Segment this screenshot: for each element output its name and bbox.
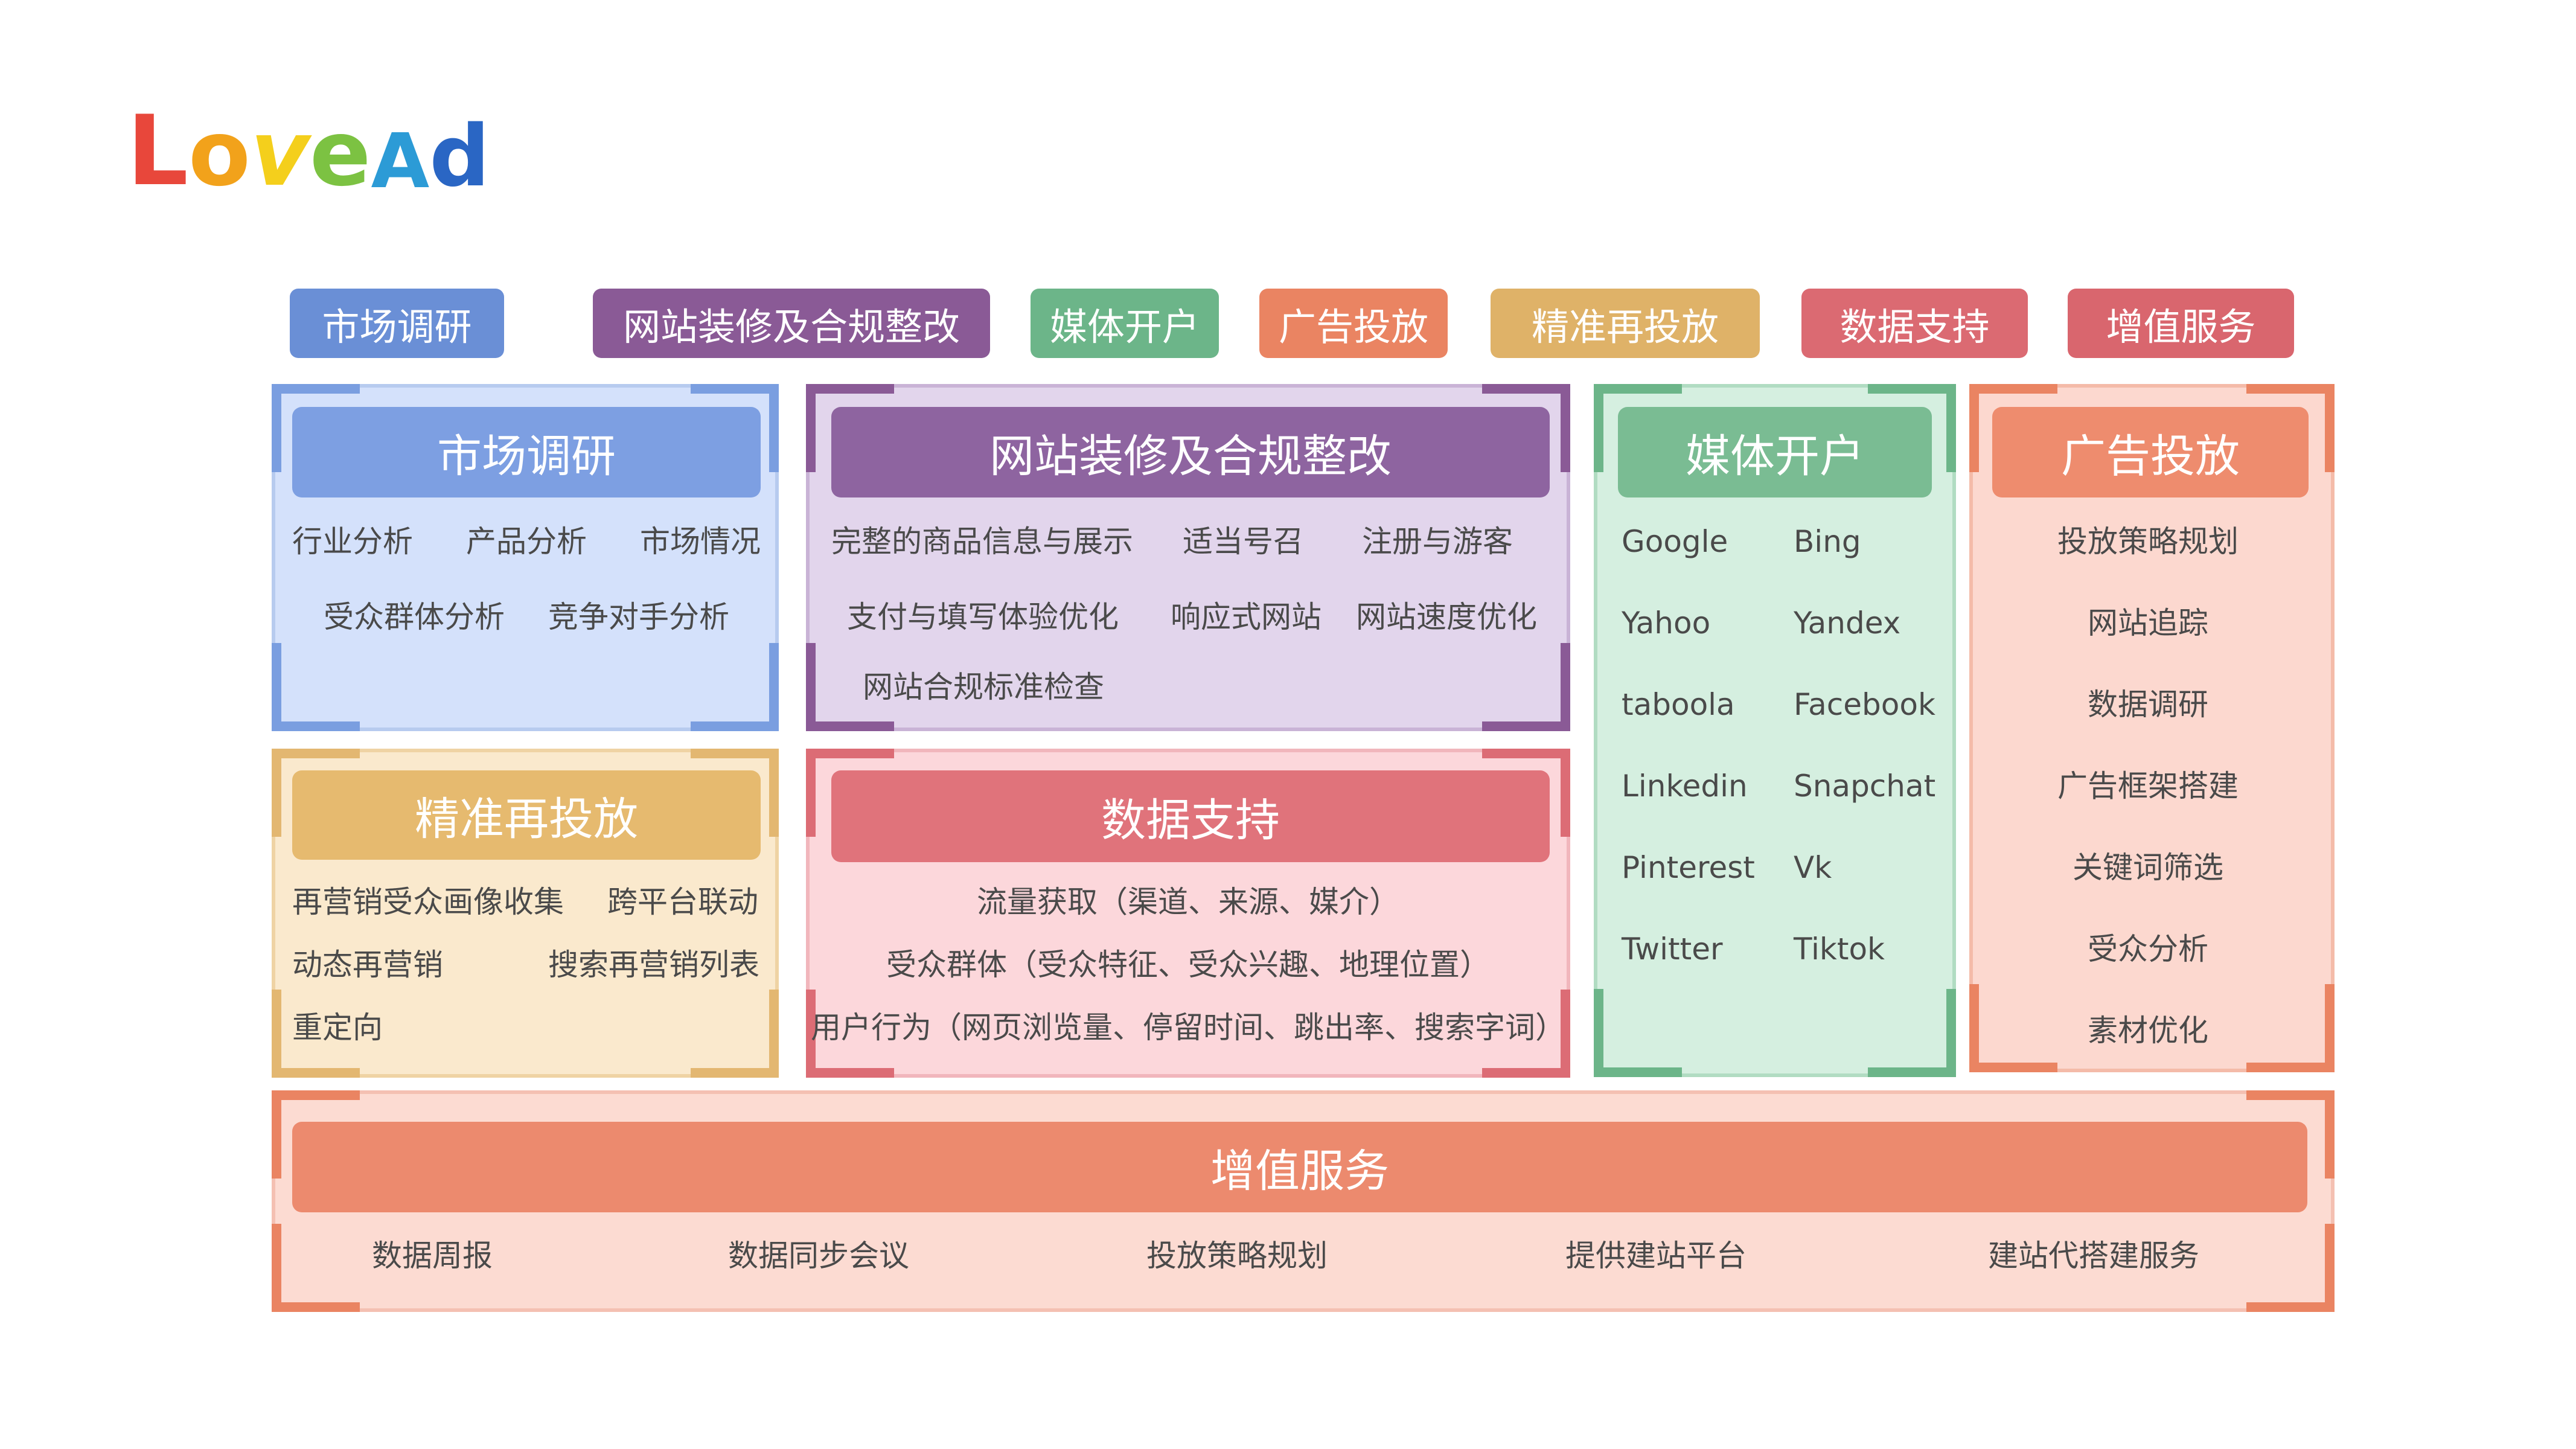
list-item: 数据同步会议 bbox=[728, 1238, 909, 1273]
tab-retargeting[interactable]: 精准再投放 bbox=[1491, 289, 1760, 358]
list-item: taboola bbox=[1622, 687, 1735, 722]
list-item: 建站代搭建服务 bbox=[1988, 1238, 2199, 1273]
logo-letter: L bbox=[127, 94, 188, 207]
list-item: 响应式网站 bbox=[1171, 600, 1322, 635]
panel-title: 媒体开户 bbox=[1618, 407, 1932, 497]
list-item: 重定向 bbox=[292, 1010, 383, 1045]
list-item: Google bbox=[1622, 524, 1728, 559]
tab-ad-placement[interactable]: 广告投放 bbox=[1259, 289, 1448, 358]
list-item: Linkedin bbox=[1622, 769, 1748, 804]
panel-title: 广告投放 bbox=[1992, 407, 2309, 497]
tab-media-account[interactable]: 媒体开户 bbox=[1031, 289, 1219, 358]
list-item: Bing bbox=[1794, 524, 1861, 559]
list-item: 跨平台联动 bbox=[607, 884, 758, 920]
list-item: 受众群体（受众特征、受众兴趣、地理位置） bbox=[886, 947, 1490, 982]
list-item: 关键词筛选 bbox=[2073, 850, 2223, 885]
list-item: Facebook bbox=[1794, 687, 1935, 722]
panel-title: 网站装修及合规整改 bbox=[831, 407, 1550, 497]
panel-value-added: 增值服务 数据周报 数据同步会议 投放策略规划 提供建站平台 建站代搭建服务 bbox=[272, 1090, 2335, 1312]
list-item: 素材优化 bbox=[2088, 1013, 2208, 1048]
panel-title: 数据支持 bbox=[831, 770, 1550, 862]
list-item: Snapchat bbox=[1794, 769, 1936, 804]
tab-value-added[interactable]: 增值服务 bbox=[2068, 289, 2294, 358]
panel-ad-placement: 广告投放 投放策略规划 网站追踪 数据调研 广告框架搭建 关键词筛选 受众分析 … bbox=[1969, 384, 2335, 1072]
panel-media-account: 媒体开户 Google Bing Yahoo Yandex taboola Fa… bbox=[1594, 384, 1956, 1077]
list-item: 再营销受众画像收集 bbox=[292, 884, 564, 920]
list-item: 产品分析 bbox=[466, 524, 587, 559]
list-item: 数据周报 bbox=[372, 1238, 493, 1273]
logo-letter: v bbox=[251, 101, 310, 206]
list-item: 完整的商品信息与展示 bbox=[831, 524, 1133, 559]
list-item: Pinterest bbox=[1622, 850, 1755, 885]
logo-letter: A bbox=[371, 118, 430, 205]
list-item: 广告框架搭建 bbox=[2057, 769, 2239, 804]
list-item: 受众分析 bbox=[2088, 932, 2208, 967]
list-item: 投放策略规划 bbox=[2057, 524, 2239, 559]
panel-data-support: 数据支持 流量获取（渠道、来源、媒介） 受众群体（受众特征、受众兴趣、地理位置）… bbox=[806, 749, 1570, 1078]
list-item: 动态再营销 bbox=[292, 947, 443, 982]
list-item: 市场情况 bbox=[640, 524, 761, 559]
panel-market-research: 市场调研 行业分析 产品分析 市场情况 受众群体分析 竞争对手分析 bbox=[272, 384, 779, 731]
list-item: Yandex bbox=[1794, 606, 1901, 641]
list-item: 搜索再营销列表 bbox=[548, 947, 759, 982]
list-item: 流量获取（渠道、来源、媒介） bbox=[977, 884, 1399, 920]
list-item: Twitter bbox=[1622, 932, 1723, 967]
list-item: 网站追踪 bbox=[2088, 606, 2208, 641]
list-item: 受众群体分析 bbox=[324, 600, 505, 635]
list-item: Tiktok bbox=[1794, 932, 1885, 967]
list-item: 提供建站平台 bbox=[1565, 1238, 1747, 1273]
tab-website-renovation[interactable]: 网站装修及合规整改 bbox=[593, 289, 990, 358]
list-item: 注册与游客 bbox=[1362, 524, 1513, 559]
list-item: 用户行为（网页浏览量、停留时间、跳出率、搜索字词） bbox=[811, 1010, 1565, 1045]
logo-letter: o bbox=[188, 101, 251, 206]
panel-website-renovation: 网站装修及合规整改 完整的商品信息与展示 适当号召 注册与游客 支付与填写体验优… bbox=[806, 384, 1570, 731]
list-item: 适当号召 bbox=[1183, 524, 1303, 559]
list-item: 网站合规标准检查 bbox=[863, 670, 1104, 705]
list-item: 投放策略规划 bbox=[1146, 1238, 1328, 1273]
list-item: Yahoo bbox=[1622, 606, 1711, 641]
list-item: 竞争对手分析 bbox=[548, 600, 729, 635]
tab-data-support[interactable]: 数据支持 bbox=[1801, 289, 2028, 358]
loveads-logo: L o v e A d bbox=[127, 94, 490, 207]
list-item: 支付与填写体验优化 bbox=[847, 600, 1119, 635]
panel-retargeting: 精准再投放 再营销受众画像收集 跨平台联动 动态再营销 搜索再营销列表 重定向 bbox=[272, 749, 779, 1078]
list-item: 网站速度优化 bbox=[1356, 600, 1537, 635]
panel-title: 增值服务 bbox=[292, 1122, 2307, 1212]
list-item: Vk bbox=[1794, 850, 1832, 885]
panel-title: 市场调研 bbox=[292, 407, 761, 497]
panel-title: 精准再投放 bbox=[292, 770, 761, 860]
list-item: 行业分析 bbox=[292, 524, 413, 559]
logo-letter: e bbox=[309, 101, 371, 206]
list-item: 数据调研 bbox=[2088, 687, 2208, 722]
logo-letter: d bbox=[429, 107, 490, 206]
tab-market-research[interactable]: 市场调研 bbox=[290, 289, 504, 358]
